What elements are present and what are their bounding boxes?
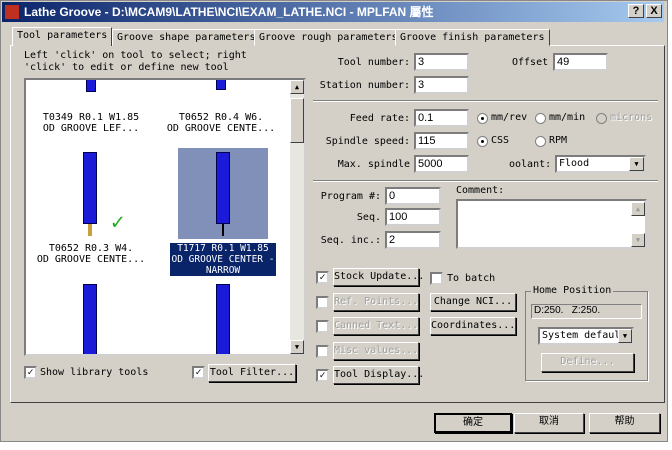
max-spindle-input[interactable]: 5000 [414,155,469,173]
tool-insert [88,224,92,236]
max-spindle-label: Max. spindle [337,159,410,170]
offset-input[interactable]: 49 [553,53,608,71]
tool-image [83,284,97,354]
dropdown-arrow-icon[interactable]: ▼ [629,157,644,171]
tool-image [216,152,230,224]
coolant-value: Flood [559,158,590,169]
show-library-checkbox[interactable]: ✓ [24,366,37,379]
tab-groove-shape[interactable]: Groove shape parameters [112,29,261,46]
microns-label: microns [610,112,653,123]
change-nci-button[interactable]: Change NCI... [430,293,516,311]
coolant-label: oolant: [509,159,552,170]
station-number-input[interactable]: 3 [414,76,469,94]
program-input[interactable]: 0 [385,187,441,205]
tool-filter-button[interactable]: Tool Filter... [208,364,296,382]
spindle-speed-label: Spindle speed: [325,136,410,147]
mm-min-label: mm/min [549,112,586,123]
scroll-down-icon[interactable]: ▼ [290,340,304,354]
app-icon [5,5,19,19]
checkmark-icon: ✓ [111,210,125,235]
tool-image [83,152,97,224]
comment-textarea[interactable] [456,199,647,249]
tool-image [216,284,230,354]
tool-caption[interactable]: T0349 R0.1 W1.85 OD GROOVE LEF... [42,112,140,134]
misc-values-checkbox[interactable] [316,345,329,358]
scroll-up-icon[interactable]: ▲ [290,80,304,94]
title-bar: Lathe Groove - D:\MCAM9\LATHE\NCI\EXAM_L… [2,2,664,22]
show-library-label: Show library tools [40,367,149,378]
tab-groove-rough[interactable]: Groove rough parameters [254,29,403,46]
tool-display-button[interactable]: Tool Display... [333,366,424,384]
tool-caption[interactable]: T0652 R0.3 W4. OD GROOVE CENTE... [36,243,146,265]
comment-scroll-up-icon[interactable]: ▲ [631,202,645,216]
canned-text-button: Canned Text... [333,317,419,335]
ref-points-button: Ref. Points... [333,293,419,311]
offset-label: Offset [512,57,549,68]
home-position-mode: System defaul [542,330,621,341]
mm-rev-radio[interactable] [477,113,488,124]
to-batch-label: To batch [447,273,496,284]
css-radio[interactable] [477,136,488,147]
coolant-select[interactable]: Flood [555,155,646,173]
mm-min-radio[interactable] [535,113,546,124]
comment-scroll-down-icon[interactable]: ▼ [631,233,645,247]
divider [313,100,658,102]
station-number-label: Station number: [319,80,410,91]
microns-radio [596,113,607,124]
coordinates-button[interactable]: Coordinates... [430,317,516,335]
tool-caption-selected[interactable]: T1717 R0.1 W1.85 OD GROOVE CENTER - NARR… [170,243,276,276]
tool-list[interactable]: T0349 R0.1 W1.85 OD GROOVE LEF... T0652 … [24,78,306,356]
tool-caption[interactable]: T0652 R0.4 W6. OD GROOVE CENTE... [166,112,276,134]
canned-text-checkbox[interactable] [316,320,329,333]
home-position-value: D:250. Z:250. [531,304,642,319]
help-button[interactable]: 帮助 [589,413,660,433]
feed-rate-input[interactable]: 0.1 [414,109,469,127]
stock-update-button[interactable]: Stock Update... [333,268,424,286]
tool-display-checkbox[interactable]: ✓ [316,369,329,382]
comment-label: Comment: [456,185,505,196]
tool-insert [222,224,224,236]
program-label: Program #: [320,191,381,202]
spindle-speed-input[interactable]: 115 [414,132,469,150]
to-batch-checkbox[interactable] [430,272,443,285]
seq-label: Seq. [356,212,381,223]
feed-rate-label: Feed rate: [349,113,410,124]
home-position-label: Home Position [531,285,614,296]
help-title-button[interactable]: ? [628,4,644,18]
divider [313,180,658,182]
ok-button[interactable]: 确定 [434,413,512,433]
tool-number-input[interactable]: 3 [414,53,469,71]
tool-image [86,80,96,92]
css-label: CSS [491,135,510,146]
dropdown-arrow-icon[interactable]: ▼ [618,329,632,343]
define-button: Define... [541,353,634,372]
instructions: Left 'click' on tool to select; right 'c… [24,50,247,73]
tool-number-label: Tool number: [337,57,410,68]
stock-update-checkbox[interactable]: ✓ [316,271,329,284]
cancel-button[interactable]: 取消 [514,413,584,433]
tab-groove-finish[interactable]: Groove finish parameters [395,29,550,46]
tab-tool-parameters[interactable]: Tool parameters [12,27,113,46]
mm-rev-label: mm/rev [491,112,528,123]
close-button[interactable]: X [646,4,662,18]
tool-filter-checkbox[interactable]: ✓ [192,366,205,379]
misc-values-button: Misc values... [333,342,419,360]
tool-image [216,80,226,90]
seq-inc-label: Seq. inc.: [320,235,381,246]
scrollbar[interactable]: ▲ ▼ [290,80,304,354]
rpm-label: RPM [549,135,568,146]
ref-points-checkbox[interactable] [316,296,329,309]
scroll-thumb[interactable] [290,98,304,143]
home-position-select[interactable]: System defaul [538,327,634,345]
rpm-radio[interactable] [535,136,546,147]
seq-input[interactable]: 100 [385,208,441,226]
seq-inc-input[interactable]: 2 [385,231,441,249]
